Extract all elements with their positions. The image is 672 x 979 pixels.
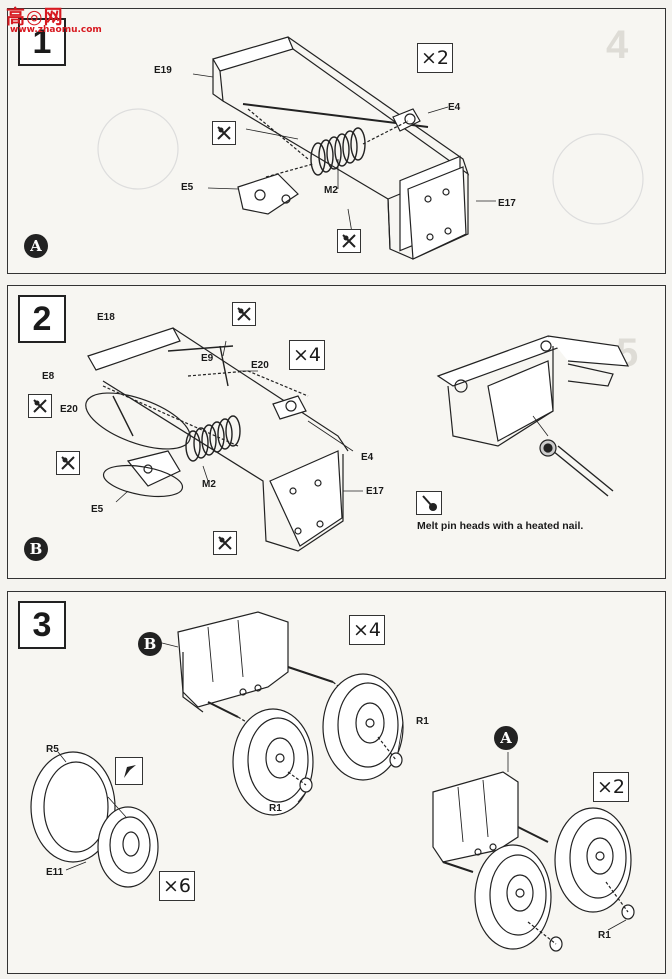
part-label-e8: E8 [42, 371, 55, 382]
heated-nail-icon [416, 491, 442, 515]
quantity-multiplier: ×4 [289, 340, 325, 370]
step-1-panel: 4 [7, 8, 666, 274]
step-number: 2 [18, 295, 66, 343]
part-label-e17: E17 [366, 486, 384, 497]
part-label-m2: M2 [324, 185, 338, 196]
part-label-r5: R5 [46, 744, 59, 755]
glue-warning-icon [56, 451, 80, 475]
glue-warning-icon [232, 302, 256, 326]
subassembly-marker-b: B [138, 632, 162, 656]
step-2-diagram [85, 327, 630, 552]
part-label-e20: E20 [251, 360, 269, 371]
quantity-multiplier: ×2 [417, 43, 453, 73]
part-label-m2: M2 [202, 479, 216, 490]
part-label-e4: E4 [361, 452, 374, 463]
quantity-multiplier: ×2 [593, 772, 629, 802]
step-1-diagram [97, 36, 644, 260]
glue-warning-icon [28, 394, 52, 418]
background-step-mark: 4 [606, 23, 629, 67]
part-label-e5: E5 [181, 182, 194, 193]
part-label-e5: E5 [91, 504, 104, 515]
subassembly-marker-b: B [24, 537, 48, 561]
site-watermark: 高◎网 www.zhaomu.com [2, 2, 102, 36]
part-label-e20: E20 [60, 404, 78, 415]
part-label-e4: E4 [448, 102, 461, 113]
step-number: 1 [18, 18, 66, 66]
watermark-url: www.zhaomu.com [10, 25, 102, 35]
part-label-r1: R1 [416, 716, 429, 727]
part-label-r1: R1 [269, 803, 282, 814]
part-label-e19: E19 [154, 65, 172, 76]
glue-warning-icon [213, 531, 237, 555]
quantity-multiplier: ×6 [159, 871, 195, 901]
subassembly-marker-a: A [24, 234, 48, 258]
part-label-e11: E11 [46, 867, 64, 878]
part-label-e18: E18 [97, 312, 115, 323]
part-label-e9: E9 [201, 353, 214, 364]
subassembly-marker-a: A [494, 726, 518, 750]
quantity-multiplier: ×4 [349, 615, 385, 645]
part-label-e17: E17 [498, 198, 516, 209]
step-2-panel: 5 [7, 285, 666, 579]
step-3-diagram [30, 611, 635, 952]
part-label-r1: R1 [598, 930, 611, 941]
step-number: 3 [18, 601, 66, 649]
instruction-note: Melt pin heads with a heated nail. [417, 520, 584, 532]
glue-warning-icon [212, 121, 236, 145]
glue-warning-icon [337, 229, 361, 253]
cement-icon [115, 757, 143, 785]
watermark-logo-text: 高◎网 [6, 6, 64, 28]
step-3-panel: 3 B A ×4 ×2 ×6 R5 E11 R1 R1 R1 [7, 591, 666, 974]
